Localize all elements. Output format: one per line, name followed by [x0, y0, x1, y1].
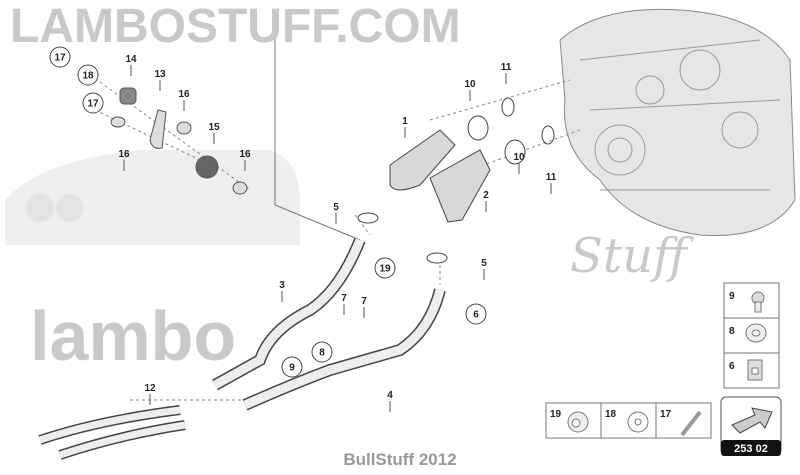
part-number-label: 3 — [279, 280, 285, 291]
part-number-label: 1 — [402, 116, 408, 127]
callout-label: 6 — [473, 310, 479, 321]
legend-label-6: 6 — [729, 361, 735, 372]
part-number-label: 11 — [501, 62, 512, 73]
callout-circle — [311, 341, 333, 363]
part-number-label: 5 — [481, 258, 487, 269]
callout-circle — [281, 356, 303, 378]
watermark: LAMBOSTUFF.COM lambo Stuff — [10, 0, 694, 375]
legend-label-18: 18 — [605, 409, 617, 420]
legend-label-9: 9 — [729, 291, 735, 302]
inset-leader — [274, 25, 361, 241]
callout-circle — [82, 92, 104, 114]
part-number-label: 7 — [341, 293, 347, 304]
legend-horizontal — [545, 402, 712, 439]
part-number-label: 10 — [513, 152, 525, 163]
callout-circle — [374, 257, 396, 279]
part-number-label: 11 — [546, 172, 557, 183]
part-number-label: 16 — [178, 89, 190, 100]
exhaust-pipes — [38, 237, 446, 460]
callout-circle — [77, 64, 99, 86]
callout-label: 19 — [379, 264, 391, 275]
part-number-label: 16 — [239, 149, 251, 160]
part-number-label: 15 — [208, 122, 220, 133]
legend-label-17: 17 — [660, 409, 672, 420]
part-number-label: 2 — [483, 190, 489, 201]
small-parts — [110, 87, 248, 195]
legend-vertical — [723, 282, 780, 389]
part-number-label: 5 — [333, 202, 339, 213]
callout-label: 17 — [87, 99, 99, 110]
callout-label: 18 — [82, 71, 94, 82]
legend-label-19: 19 — [550, 409, 562, 420]
callout-label: 8 — [319, 348, 325, 359]
watermark-car — [5, 150, 300, 245]
part-number-label: 14 — [125, 54, 137, 65]
page-reference-button[interactable]: 253 02 — [720, 396, 782, 456]
callout-circle — [465, 303, 487, 325]
callout-label: 17 — [54, 53, 66, 64]
callout-circle — [49, 46, 71, 68]
callout-label: 9 — [289, 363, 295, 374]
part-number-label: 16 — [118, 149, 130, 160]
part-number-label: 7 — [361, 296, 367, 307]
part-number-label: 13 — [154, 69, 166, 80]
engine-illustration — [559, 8, 796, 237]
catalytic-converters — [357, 97, 555, 264]
watermark-script: Stuff — [570, 228, 694, 284]
page-reference: 253 02 — [734, 443, 768, 455]
watermark-logo: lambo — [30, 297, 236, 375]
part-number-label: 10 — [464, 79, 476, 90]
callouts: 17 18 17 19 9 8 6 14 13 16 16 15 16 1 10 11 10 11 2 5 5 3 7 7 4 1… — [49, 46, 557, 412]
footer-caption: BullStuff 2012 — [343, 450, 457, 469]
part-number-label: 12 — [144, 383, 156, 394]
legend-label-8: 8 — [729, 326, 735, 337]
part-number-label: 4 — [387, 390, 393, 401]
legend-text: 9 8 6 19 18 17 — [550, 291, 735, 420]
watermark-brand: LAMBOSTUFF.COM — [10, 0, 461, 53]
